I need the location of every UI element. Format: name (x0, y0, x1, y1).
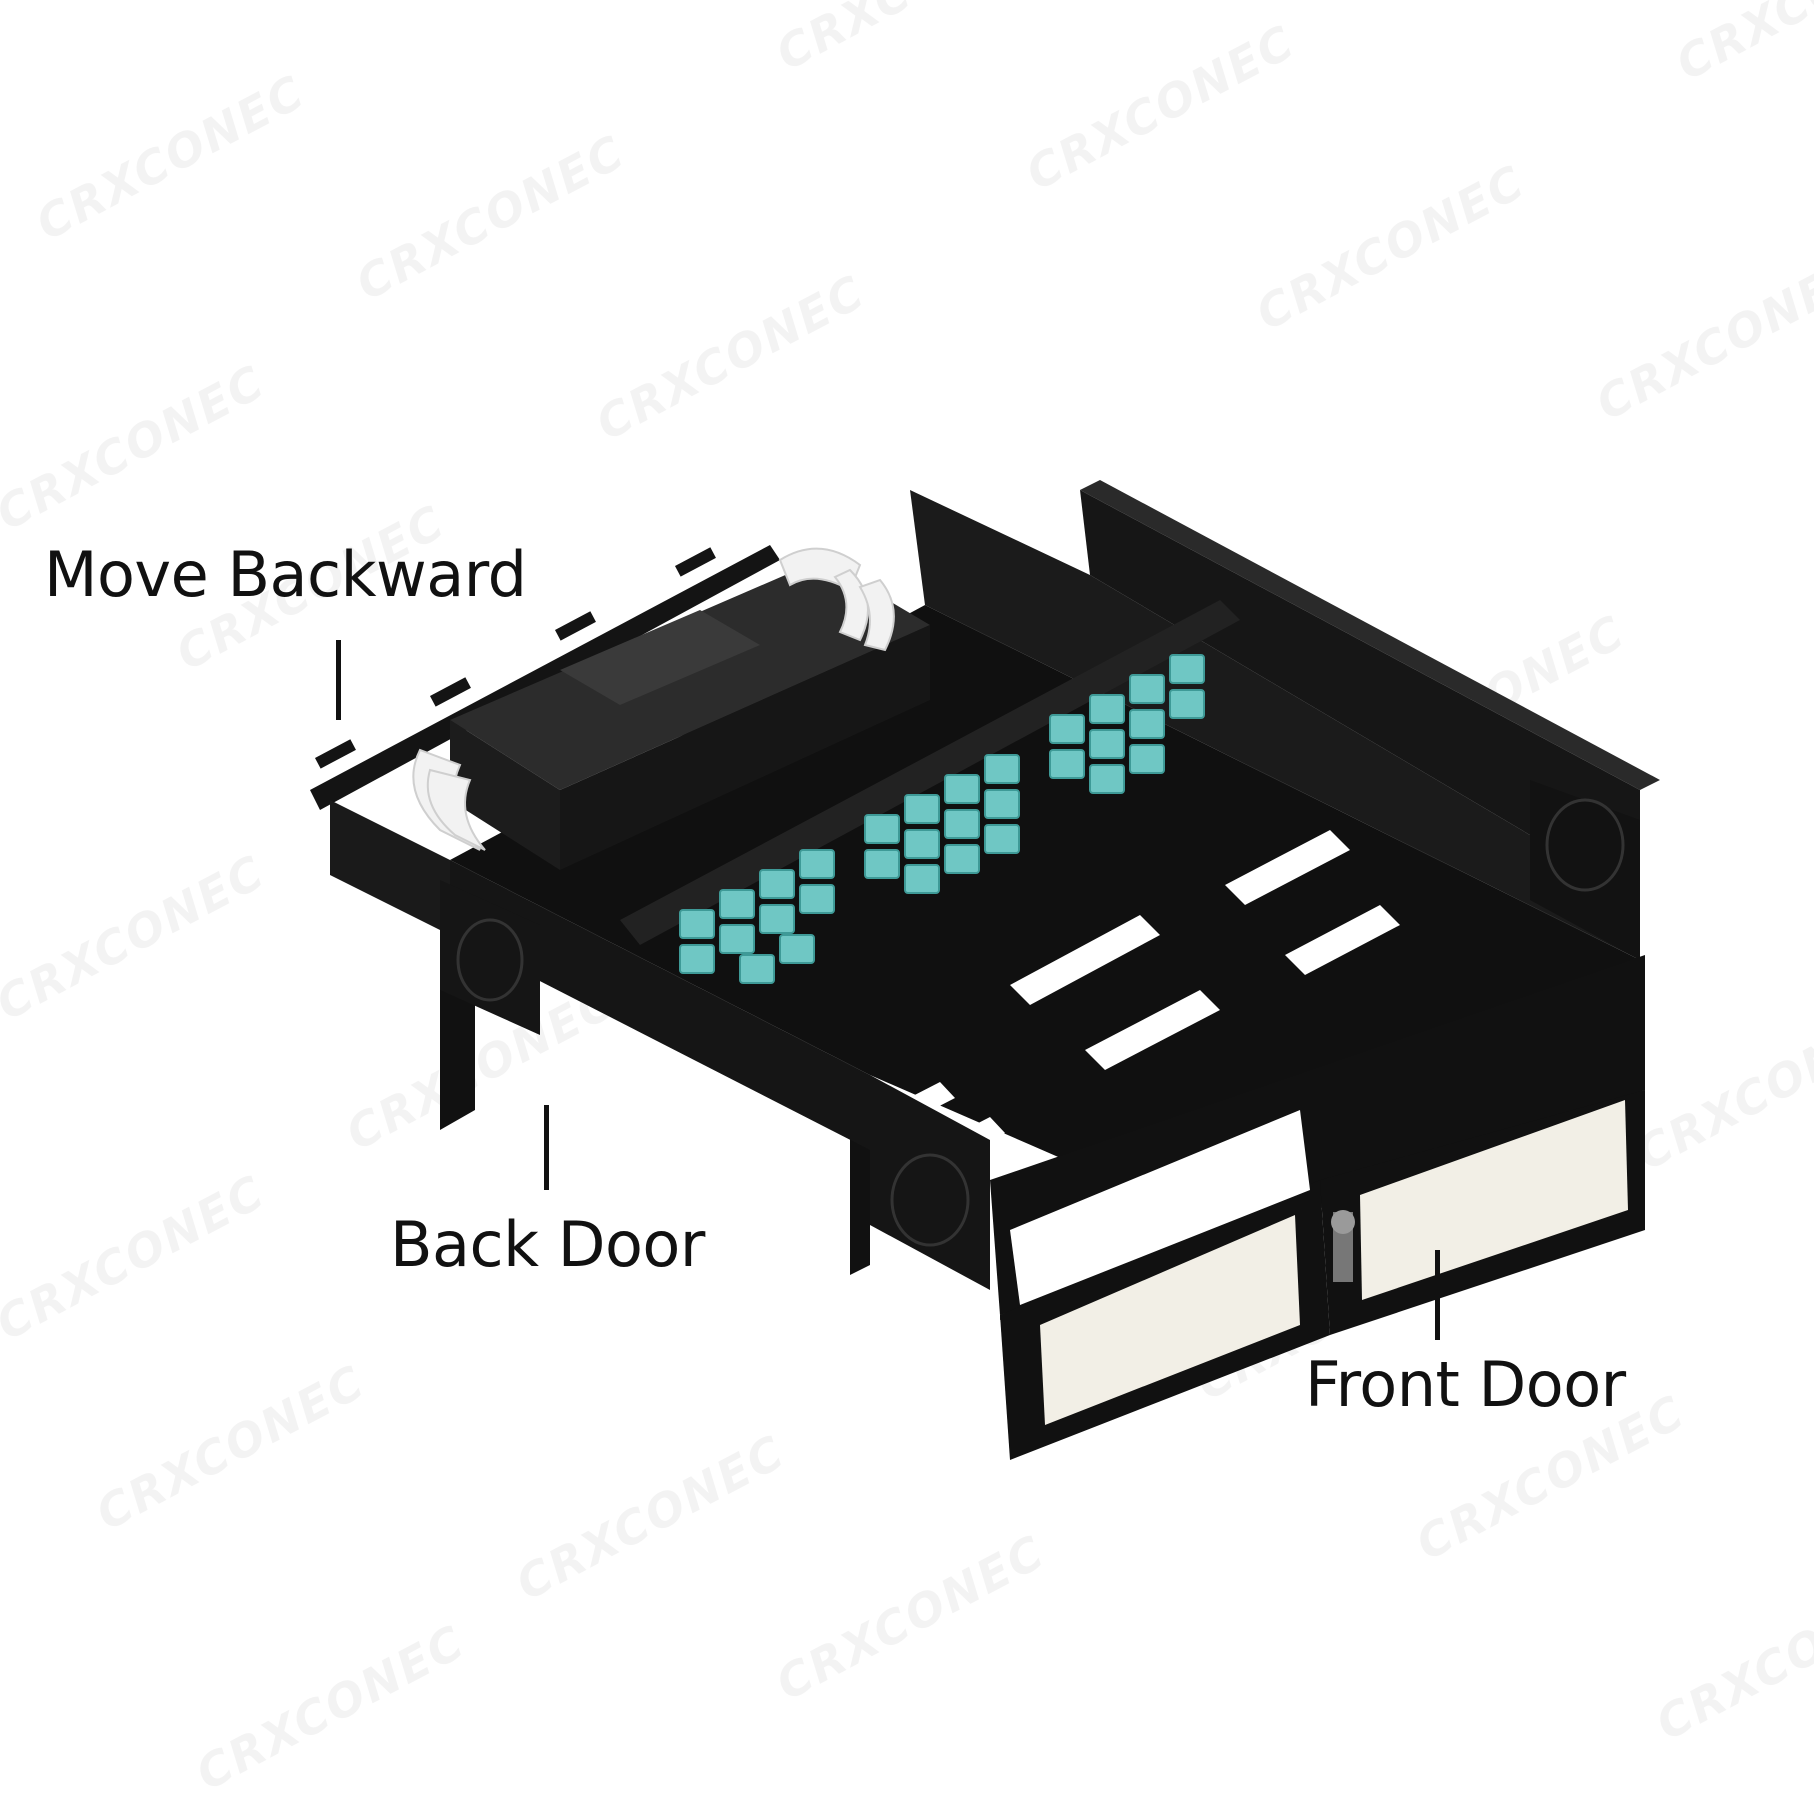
front-door-assembly (990, 955, 1645, 1460)
label-back-door: Back Door (390, 1208, 705, 1281)
fiber-spools (412, 547, 895, 851)
leader-line-back-door (544, 1105, 549, 1190)
adapter-panel-rail (620, 600, 1240, 945)
floor-slots (905, 830, 1400, 1151)
label-front-door: Front Door (1305, 1348, 1626, 1421)
label-move-backward: Move Backward (44, 538, 527, 611)
rear-right-wall (910, 490, 1640, 960)
left-front-mount (440, 880, 990, 1290)
leader-line-move-backward (336, 640, 341, 720)
lc-adapter-array (679, 654, 1205, 984)
leader-line-front-door (1435, 1250, 1440, 1340)
rear-rail (310, 545, 780, 810)
left-side-wall (450, 860, 870, 1150)
splice-tray (450, 560, 930, 870)
